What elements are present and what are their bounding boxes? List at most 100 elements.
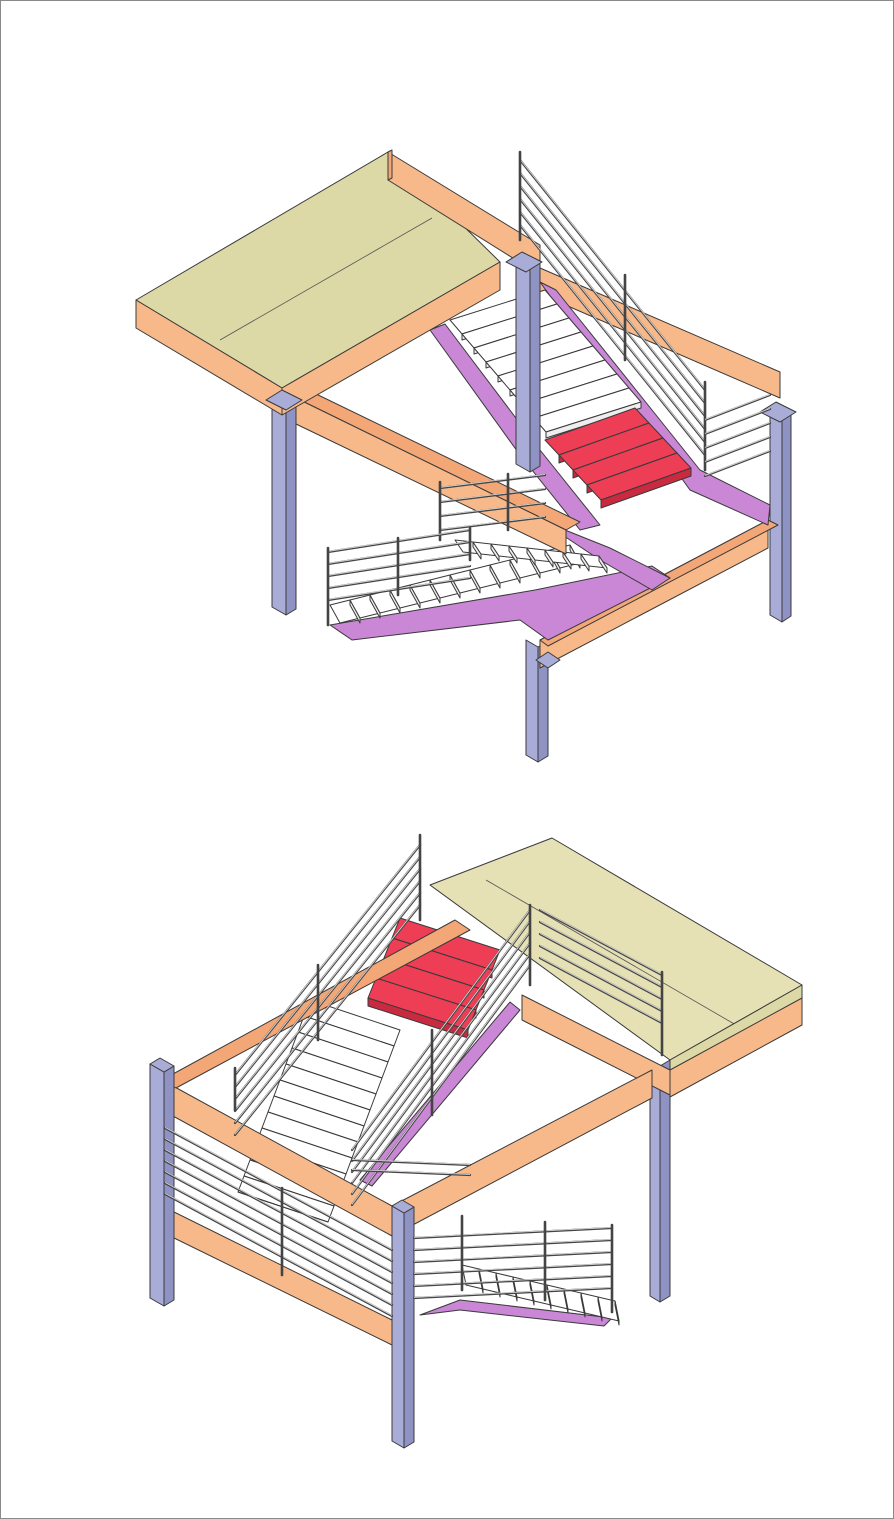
column-right <box>769 409 792 623</box>
column-bottom-left-cap <box>149 1057 175 1073</box>
slab-underside-joint <box>485 879 737 1026</box>
rail-main-left-bar-highlight <box>234 880 421 1111</box>
column-center-cap <box>505 251 543 273</box>
rail-front-left-bar-highlight <box>164 1127 393 1250</box>
column-right-face <box>769 409 783 623</box>
rail-front-left-bar-highlight <box>164 1138 393 1261</box>
rail-front-left-bar <box>163 1137 394 1263</box>
rail-main-left-bar-highlight <box>234 904 421 1135</box>
rail-side-bar-highlight <box>704 393 771 420</box>
rail-main-bar-highlight <box>519 224 706 455</box>
highlighted-steps <box>544 407 692 509</box>
rail-top-side-bar-highlight <box>539 933 663 999</box>
rail-landing-bar-highlight <box>351 1158 471 1165</box>
rail-top-side-bar-highlight <box>539 921 663 987</box>
rail-front-left-bar <box>163 1170 394 1296</box>
column-right-side <box>781 410 792 623</box>
handrails <box>163 833 664 1318</box>
column-center-side <box>529 259 541 473</box>
rail-lower-flight-bar <box>412 1262 614 1276</box>
rail-main-bar-highlight <box>519 211 706 442</box>
column-front <box>525 639 549 763</box>
rail-side-bar-highlight <box>704 421 771 448</box>
slab-joint <box>219 217 433 341</box>
rail-side-bar <box>703 435 772 464</box>
rail-lower-flight-bar-highlight <box>413 1250 613 1262</box>
stringer-lower-bottom <box>419 1299 613 1327</box>
rail-main-right-bar-highlight <box>351 942 531 1183</box>
rail-lower-flight-bar-highlight <box>413 1274 613 1286</box>
rail-landing-bar-highlight <box>351 1168 471 1175</box>
red-step-riser <box>600 467 692 509</box>
rail-landing-bar-highlight <box>439 487 546 502</box>
view-bottom-stair <box>149 833 803 1449</box>
rail-main-right-bar-highlight <box>351 964 531 1205</box>
rail-lower-flight-bar-highlight <box>413 1286 613 1298</box>
rail-landing-bar <box>350 1168 472 1177</box>
rail-landing-bar <box>438 501 547 518</box>
rail-main-bar-highlight <box>519 159 706 390</box>
rail-landing-bar-highlight <box>439 501 546 516</box>
rail-front-left-bar-highlight <box>164 1193 393 1316</box>
rail-main-bar-highlight <box>519 198 706 429</box>
rail-main-left-bar-highlight <box>234 892 421 1123</box>
column-front-cap <box>535 651 561 669</box>
rail-lower-flight-bar <box>412 1226 614 1240</box>
rail-lower-flight-bar <box>412 1238 614 1252</box>
rail-main-right-bar-highlight <box>351 931 531 1172</box>
rail-front-left-bar-highlight <box>164 1182 393 1305</box>
column-bottom-left-face <box>149 1063 165 1307</box>
rail-lower-flight-bar <box>412 1286 614 1300</box>
rail-front-left-bar <box>163 1192 394 1318</box>
column-bottom-front-face <box>391 1205 405 1449</box>
column-right-cap <box>759 401 797 423</box>
main-step-riser <box>545 401 642 439</box>
column-bottom-front-cap <box>391 1199 415 1214</box>
beam-left-lower-face <box>295 397 567 555</box>
view-top-stair <box>135 149 797 763</box>
highlighted-steps <box>367 917 501 1039</box>
slab-rear-lip <box>387 149 393 181</box>
stringer-main-right <box>539 281 771 526</box>
main-step-riser <box>237 1191 329 1223</box>
column-front-face <box>525 639 539 763</box>
column-bottom-left <box>149 1057 175 1307</box>
rail-side-bar <box>703 449 772 478</box>
rail-landing-bar <box>438 487 547 504</box>
rail-top-side-bar-highlight <box>539 945 663 1011</box>
rail-main-right-bar-highlight <box>351 920 531 1161</box>
column-center-face <box>515 257 531 473</box>
column-left <box>271 399 297 616</box>
column-bottom-front <box>391 1199 415 1449</box>
rail-side-bar-highlight <box>704 407 771 434</box>
handrails <box>326 150 772 627</box>
rail-top-side-bar <box>538 944 664 1013</box>
rail-landing-bar-highlight <box>439 473 546 488</box>
rail-side-bar <box>703 421 772 450</box>
rail-landing-bar <box>438 473 547 490</box>
rail-front-left-bar <box>163 1181 394 1307</box>
rail-main-right-bar-highlight <box>351 909 531 1150</box>
stringer-landing <box>539 519 671 591</box>
lower-step-riser <box>614 1300 620 1326</box>
rail-main-left-bar-highlight <box>234 856 421 1087</box>
stringer-lower-flight <box>329 565 671 641</box>
rail-lower-flight-bar-highlight <box>413 1238 613 1250</box>
rail-lower-flight-bar <box>412 1274 614 1288</box>
column-left-cap <box>265 389 303 411</box>
rail-main-left-bar-highlight <box>234 868 421 1099</box>
rail-lower-flight-bar <box>412 1250 614 1264</box>
rail-top-side-bar <box>538 908 664 977</box>
column-left-side <box>285 401 297 616</box>
rail-main-right-bar-highlight <box>351 953 531 1194</box>
column-back-right <box>649 1059 671 1303</box>
rail-side-bar <box>703 407 772 436</box>
column-bottom-front-side <box>403 1206 415 1449</box>
rail-top-side-bar-highlight <box>539 909 663 975</box>
rail-side-bar-highlight <box>704 449 771 476</box>
rail-landing-bar <box>438 515 547 532</box>
rail-side-bar <box>703 393 772 422</box>
column-back-right-side <box>659 1059 671 1303</box>
rail-front-left-bar-highlight <box>164 1171 393 1294</box>
